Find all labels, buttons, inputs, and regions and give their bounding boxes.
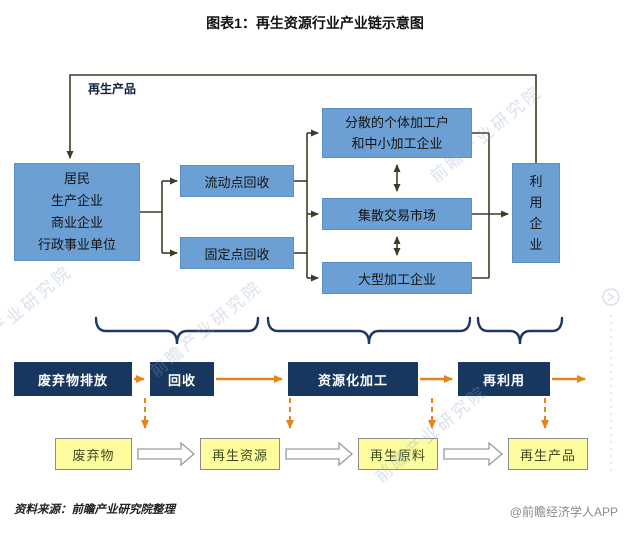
feedback-arrow bbox=[66, 74, 537, 163]
product-recycled-resource: 再生资源 bbox=[200, 438, 280, 470]
fixed-recycle-box: 固定点回收 bbox=[180, 237, 294, 269]
side-watermark-decor bbox=[602, 288, 620, 475]
footer-source: 资料来源：前瞻产业研究院整理 bbox=[14, 504, 175, 516]
footer-credit: @前瞻经济学人APP bbox=[509, 505, 618, 519]
recycle-to-processing-connectors bbox=[294, 129, 319, 282]
stage-resource-processing: 资源化加工 bbox=[288, 362, 418, 396]
grouping-braces bbox=[94, 316, 564, 345]
chevron-circle-icon bbox=[602, 288, 620, 306]
trade-market-box: 集散交易市场 bbox=[322, 198, 472, 230]
stage-reuse: 再利用 bbox=[458, 362, 550, 396]
processing-to-utilization-connectors bbox=[472, 132, 509, 279]
product-recycled-material: 再生原料 bbox=[358, 438, 438, 470]
mobile-recycle-box: 流动点回收 bbox=[180, 165, 294, 197]
product-waste: 废弃物 bbox=[55, 438, 132, 470]
source-to-recycle-connectors bbox=[140, 177, 178, 257]
figure-title: 图表1：再生资源行业产业链示意图 bbox=[206, 15, 424, 31]
large-processors-box: 大型加工企业 bbox=[322, 262, 472, 294]
sources-box: 居民 生产企业 商业企业 行政事业单位 bbox=[14, 163, 140, 261]
feedback-label: 再生产品 bbox=[88, 82, 137, 96]
scattered-processors-box: 分散的个体加工户 和中小加工企业 bbox=[322, 108, 472, 158]
stage-waste-discharge: 废弃物排放 bbox=[14, 362, 132, 396]
product-flow-arrows bbox=[137, 441, 504, 467]
utilization-box: 利 用 企 业 bbox=[512, 163, 560, 263]
product-recycled-product: 再生产品 bbox=[508, 438, 588, 470]
stage-recycle: 回收 bbox=[150, 362, 214, 396]
stage-output-arrows bbox=[141, 398, 549, 429]
